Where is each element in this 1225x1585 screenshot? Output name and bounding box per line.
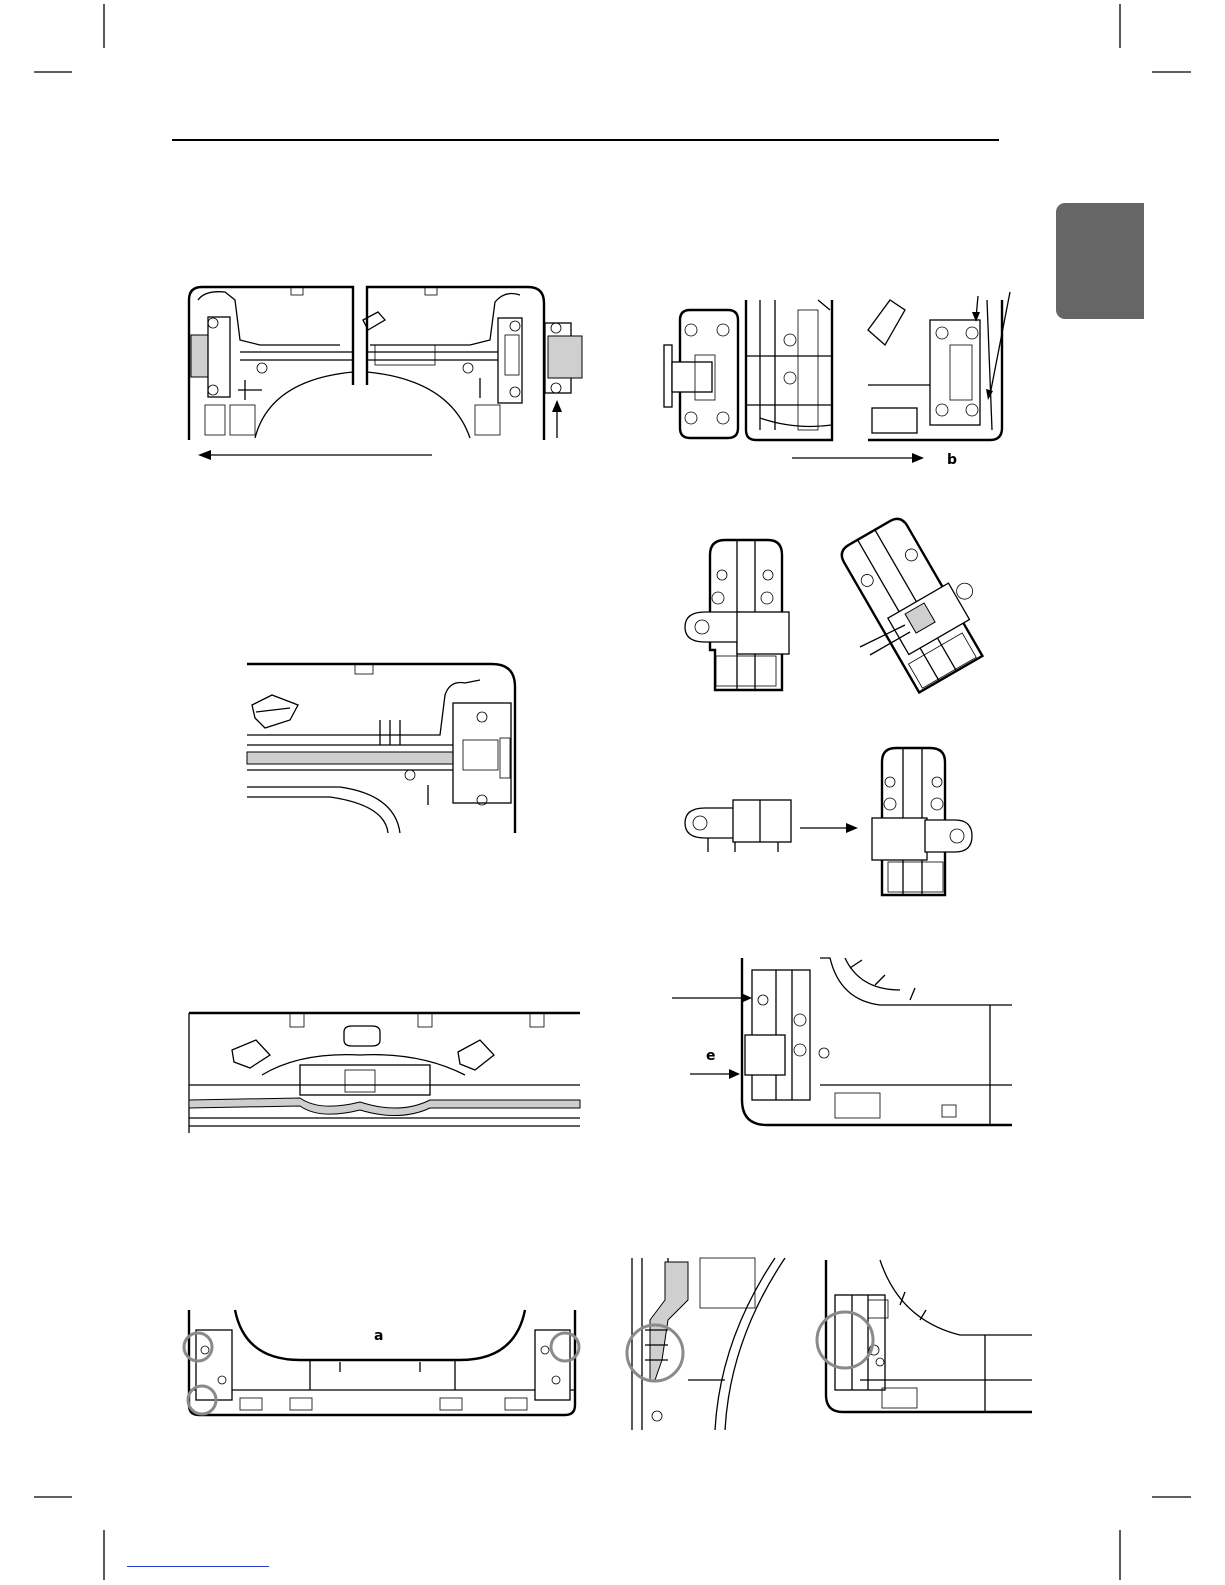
manual-page: b: [0, 0, 1225, 1585]
bottom-corner-detail-right: [0, 0, 1225, 1585]
